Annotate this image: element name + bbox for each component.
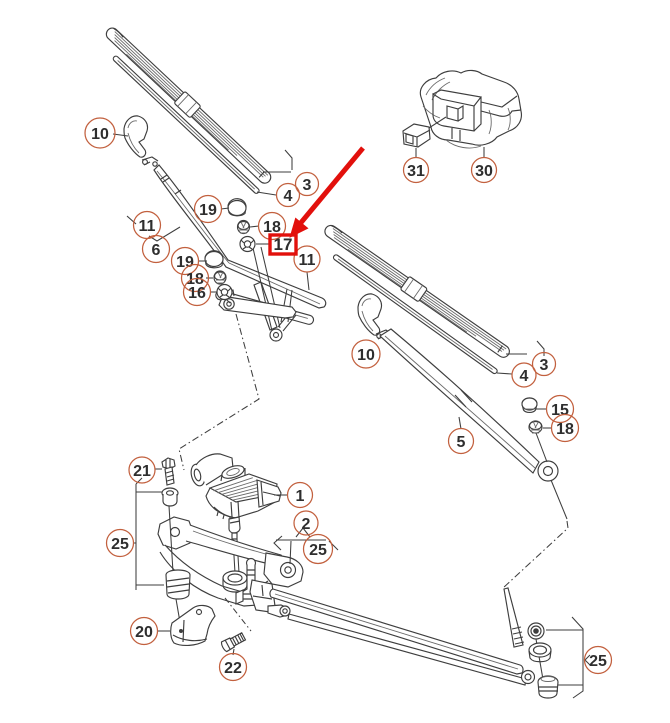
svg-text:6: 6	[152, 242, 161, 259]
svg-text:11: 11	[139, 218, 156, 235]
svg-text:18: 18	[186, 271, 204, 288]
svg-text:2: 2	[302, 516, 311, 533]
svg-text:15: 15	[551, 402, 569, 419]
svg-text:25: 25	[589, 653, 607, 670]
svg-text:1: 1	[296, 488, 305, 505]
svg-text:17: 17	[274, 235, 293, 254]
svg-text:18: 18	[556, 421, 574, 438]
svg-text:30: 30	[475, 163, 493, 180]
svg-text:11: 11	[299, 252, 316, 269]
svg-text:19: 19	[199, 202, 217, 219]
svg-text:21: 21	[133, 463, 151, 480]
svg-text:4: 4	[284, 188, 293, 205]
svg-text:19: 19	[176, 254, 194, 271]
svg-text:16: 16	[188, 285, 206, 302]
svg-text:22: 22	[224, 660, 242, 677]
svg-text:25: 25	[309, 542, 327, 559]
svg-text:20: 20	[135, 624, 153, 641]
svg-text:5: 5	[457, 434, 466, 451]
svg-text:10: 10	[357, 347, 375, 364]
svg-text:10: 10	[91, 126, 109, 143]
svg-text:31: 31	[407, 163, 425, 180]
svg-text:25: 25	[111, 536, 129, 553]
svg-text:4: 4	[520, 368, 529, 385]
svg-text:18: 18	[263, 219, 281, 236]
svg-text:3: 3	[540, 357, 549, 374]
svg-text:3: 3	[303, 177, 312, 194]
